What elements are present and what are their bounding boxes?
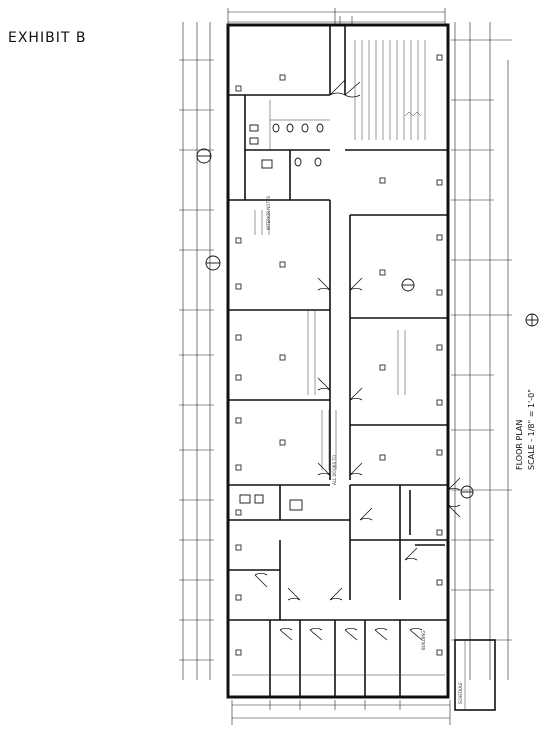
right-dimensions (451, 22, 512, 680)
plan-scale: SCALE - 1/8" = 1'-0" (527, 389, 536, 470)
top-dimensions (227, 8, 446, 26)
schedule-box: SCHEDULE (454, 639, 496, 711)
schedule-label: SCHEDULE (458, 682, 463, 704)
plan-title: FLOOR PLAN (515, 420, 524, 470)
doors-note: ALL DOORS TO (332, 455, 337, 485)
interior-partitions (228, 25, 448, 697)
exhibit-label: EXHIBIT B (8, 30, 87, 46)
interior-notes: INTERIOR NOTES (266, 196, 271, 230)
restroom-fixtures (239, 123, 324, 511)
wall-outlets (235, 54, 443, 656)
section-markers (196, 148, 539, 499)
building-note: BUILDING (421, 631, 426, 650)
exterior-walls (226, 23, 450, 699)
bottom-dimensions (231, 700, 451, 725)
door-swings (254, 79, 461, 641)
hatch-lines (254, 40, 426, 470)
notes-text: INTERIOR NOTES ALL DOORS TO BUILDING (266, 196, 426, 650)
left-dimensions (179, 22, 214, 680)
title-block: FLOOR PLAN SCALE - 1/8" = 1'-0" (515, 389, 536, 470)
